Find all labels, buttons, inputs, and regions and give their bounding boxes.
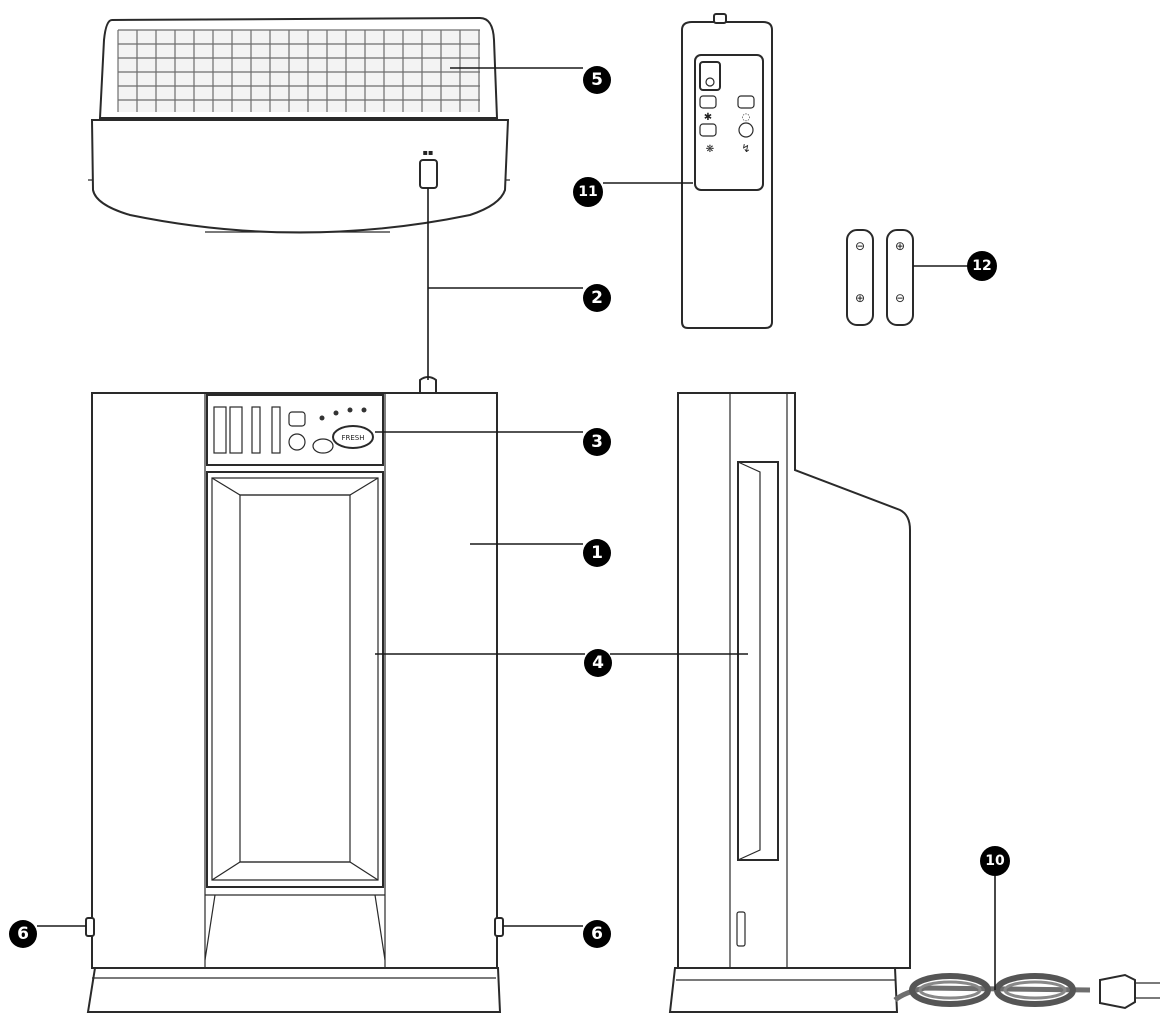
- callout-10-label: 10: [985, 853, 1005, 869]
- callout-1: 1: [583, 539, 611, 567]
- callout-5-label: 5: [591, 70, 603, 90]
- front-filter: [206, 471, 384, 888]
- power-cord-plug: [893, 973, 1160, 1010]
- callout-1-label: 1: [591, 543, 603, 563]
- top-filter-cover: ▪▪: [88, 16, 510, 234]
- callout-10: 10: [980, 846, 1010, 876]
- callout-6-right-label: 6: [591, 924, 603, 944]
- svg-text:⊕: ⊕: [895, 239, 905, 253]
- svg-text:▪▪: ▪▪: [423, 148, 434, 157]
- svg-text:✱: ✱: [704, 112, 712, 123]
- svg-text:↯: ↯: [741, 142, 750, 155]
- fresh-button-label: FRESH: [341, 434, 364, 442]
- svg-text:◌: ◌: [742, 112, 751, 123]
- svg-text:⊕: ⊕: [855, 291, 865, 305]
- remote-control: ✱ ◌ ❋ ↯: [681, 13, 773, 329]
- callout-3-label: 3: [591, 432, 603, 452]
- callout-3: 3: [583, 428, 611, 456]
- air-purifier-front-view: FRESH: [85, 376, 504, 1013]
- callout-11-label: 11: [578, 184, 597, 200]
- svg-text:⊖: ⊖: [895, 291, 905, 305]
- leader-lines: [37, 67, 996, 990]
- callout-4: 4: [584, 649, 612, 677]
- callout-12: 12: [967, 251, 997, 281]
- aa-batteries: ⊖ ⊕ ⊕ ⊖: [846, 229, 914, 326]
- callout-6-right: 6: [583, 920, 611, 948]
- callout-12-label: 12: [972, 258, 991, 274]
- svg-text:❋: ❋: [706, 144, 714, 155]
- callout-11: 11: [573, 177, 603, 207]
- callout-5: 5: [583, 66, 611, 94]
- callout-2-label: 2: [591, 288, 603, 308]
- callout-4-label: 4: [592, 653, 604, 673]
- control-panel: FRESH: [206, 394, 384, 466]
- callout-6-left-label: 6: [17, 924, 29, 944]
- filter-grille: [117, 29, 480, 112]
- air-purifier-side-view: [668, 392, 911, 1013]
- callout-2: 2: [583, 284, 611, 312]
- callout-6-left: 6: [9, 920, 37, 948]
- svg-text:⊖: ⊖: [855, 239, 865, 253]
